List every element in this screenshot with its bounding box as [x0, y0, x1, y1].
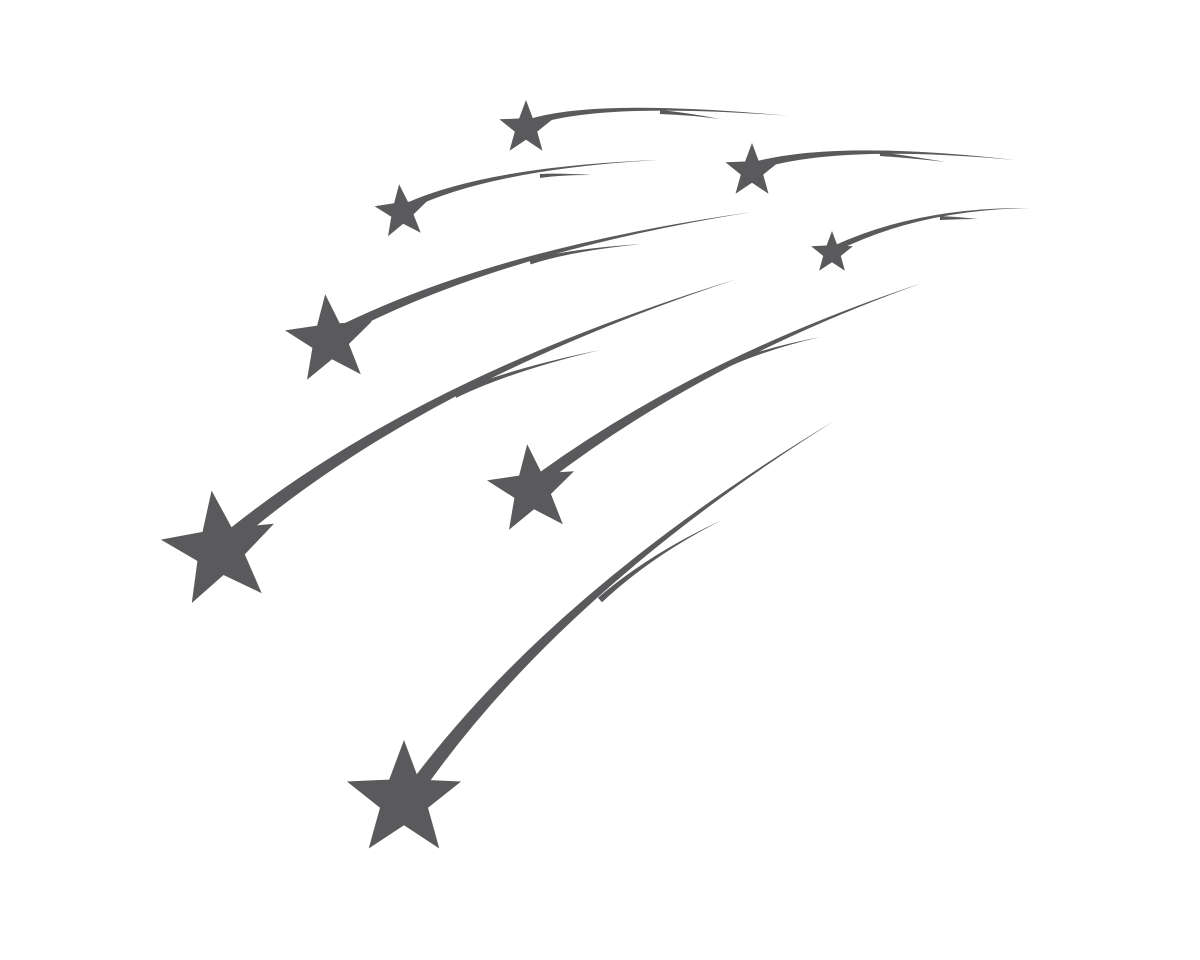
star-icon [160, 490, 274, 603]
star-trail [834, 207, 1032, 251]
star-trail [225, 279, 737, 544]
shooting-star-8 [811, 207, 1032, 271]
star-trail-accent [659, 110, 720, 119]
shooting-stars-group [160, 100, 1032, 849]
star-trail-accent [597, 520, 722, 603]
shooting-star-4 [487, 283, 922, 530]
star-icon [346, 740, 462, 849]
star-icon [725, 143, 779, 194]
shooting-star-6 [499, 100, 790, 151]
star-trail-accent [539, 173, 592, 178]
shooting-star-1 [160, 279, 737, 603]
star-icon [374, 184, 428, 237]
star-trail [411, 421, 834, 790]
star-icon [487, 444, 574, 530]
star-trail [406, 160, 658, 210]
shooting-star-3 [346, 421, 834, 849]
shooting-star-2 [285, 212, 752, 380]
shooting-star-5 [374, 160, 658, 237]
star-icon [499, 100, 553, 151]
shooting-star-7 [725, 143, 1015, 194]
star-trail [339, 212, 752, 335]
star-trail-accent [879, 152, 946, 162]
star-trail [530, 107, 790, 126]
star-trail [756, 150, 1015, 169]
star-trail-accent [940, 216, 978, 220]
star-icon [285, 294, 372, 380]
star-icon [811, 231, 853, 271]
star-trail [538, 283, 922, 483]
